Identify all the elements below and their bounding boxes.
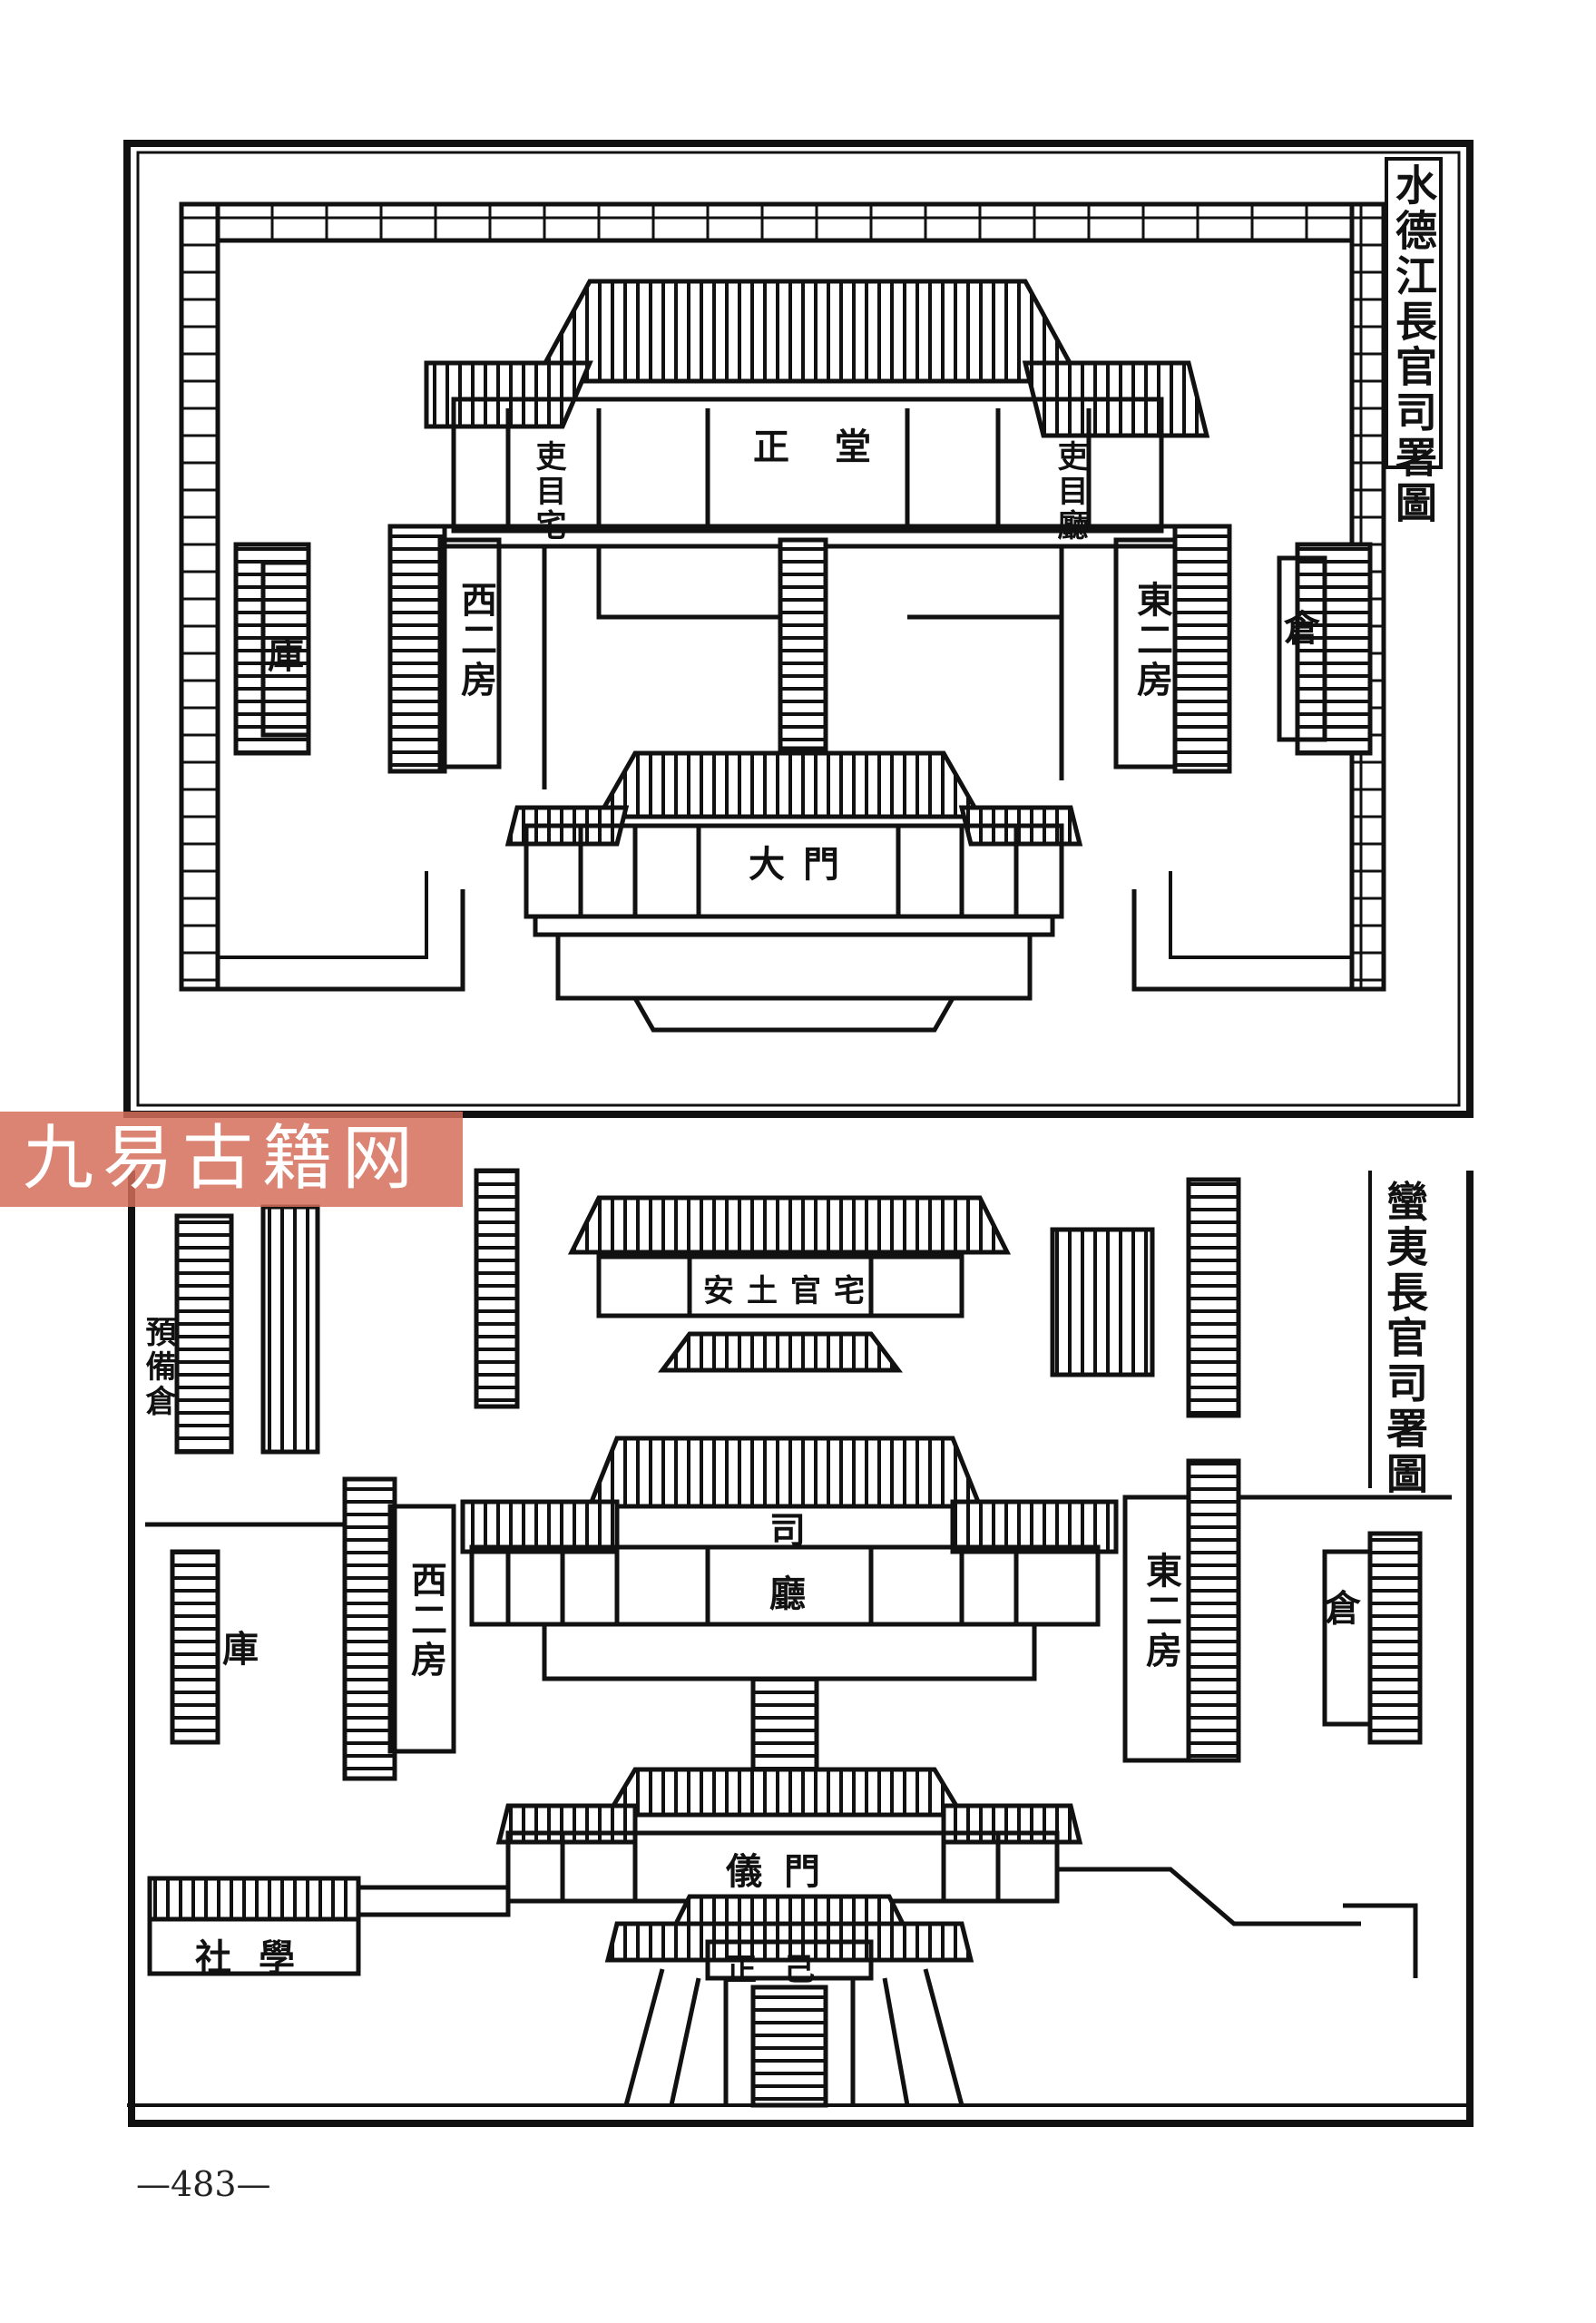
bottom-ceremonial-gate: [147, 1767, 1418, 1978]
label-storehouse-bottom: 庫: [222, 1628, 259, 1671]
label-office-hall: 司廳: [763, 1511, 806, 1638]
top-main-gate: [504, 750, 1083, 1033]
top-plate-frame: [123, 140, 1474, 1118]
top-compound-wall: [179, 201, 1386, 992]
label-east-rooms-bottom: 東二房: [1140, 1552, 1182, 1671]
top-plate-title: 水德江長官司署圖: [1389, 163, 1438, 526]
label-east-rooms-top: 東二房: [1131, 581, 1173, 701]
label-main-hall: 正堂: [753, 426, 916, 468]
label-clerk-residence: 吏目宅: [530, 440, 566, 544]
label-official-residence: 安土官宅: [703, 1273, 877, 1309]
bottom-archway: [604, 1894, 974, 2108]
label-storehouse-top: 庫: [268, 634, 304, 677]
watermark: 九易古籍网: [0, 1112, 463, 1207]
label-clerk-office: 吏目廳: [1052, 440, 1088, 544]
page-number: —483—: [136, 2164, 271, 2204]
label-archway: 正己: [726, 1952, 842, 1988]
bottom-office-hall: [145, 1436, 1452, 1781]
label-main-gate: 大門: [749, 843, 857, 886]
top-side-rooms: [233, 524, 1373, 789]
bottom-plate-title: 蠻夷長官司署圖: [1380, 1180, 1429, 1497]
bottom-residence: [174, 1168, 1241, 1455]
label-granary-bottom: 倉: [1325, 1587, 1361, 1630]
label-reserve-granary: 預備倉: [140, 1316, 176, 1419]
label-community-school: 社學: [195, 1936, 322, 1979]
label-west-rooms-top: 西二房: [455, 581, 497, 701]
label-west-rooms-bottom: 西二房: [405, 1561, 447, 1681]
label-granary-top: 倉: [1284, 607, 1320, 650]
label-ceremonial-gate: 儀門: [726, 1850, 842, 1893]
